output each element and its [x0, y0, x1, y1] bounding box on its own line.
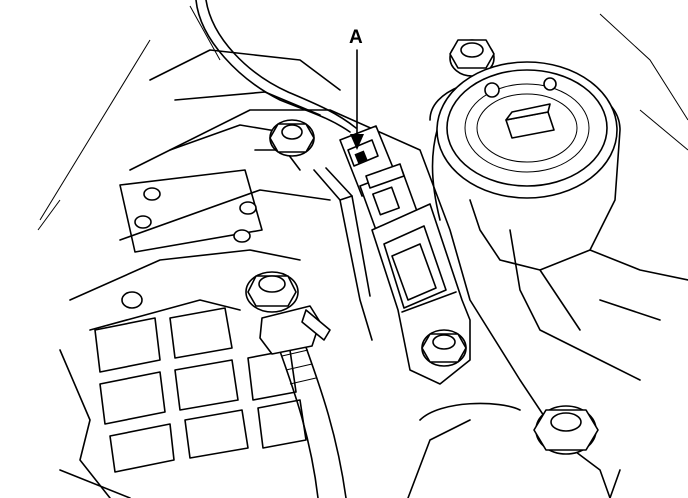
- wire-harness: [195, 0, 357, 133]
- stud-icon: [239, 201, 257, 215]
- callout-arrow-a: [350, 49, 364, 150]
- stud-icon: [121, 291, 143, 309]
- bracket: [313, 167, 373, 341]
- round-cover-housing: [429, 61, 688, 381]
- sensor-mounting-bolt: [421, 329, 467, 367]
- stud-icon: [134, 215, 152, 229]
- stud-icon: [143, 187, 161, 201]
- ribbed-case-grid: [59, 307, 307, 498]
- hose-and-fitting: [245, 271, 347, 498]
- stud-icon: [233, 229, 251, 243]
- mounting-plate: [119, 169, 263, 309]
- bolt-top-right: [449, 39, 495, 77]
- screw-icon: [484, 82, 500, 98]
- bolt-bottom-right: [407, 402, 621, 498]
- background-guide-lines: [37, 5, 688, 231]
- bolt-upper-left: [269, 119, 315, 157]
- callout-label-a: A: [349, 27, 363, 48]
- screw-icon: [543, 77, 557, 91]
